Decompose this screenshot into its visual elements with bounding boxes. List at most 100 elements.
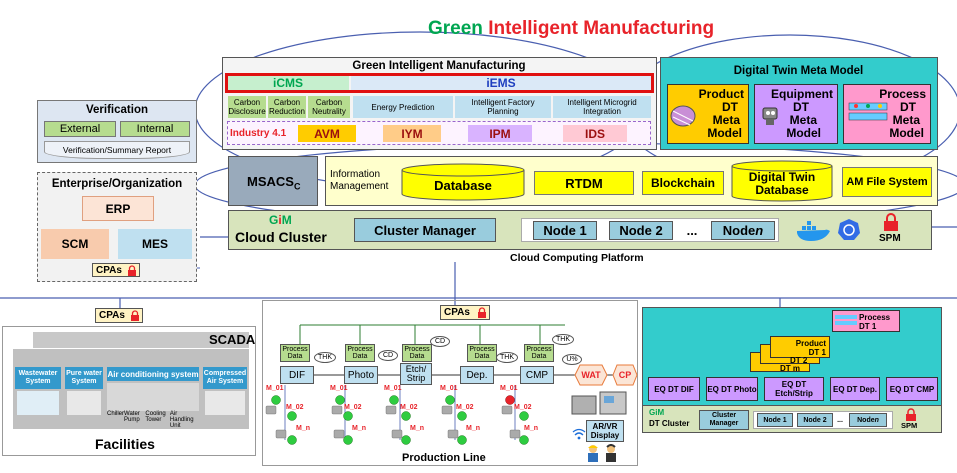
dt-meta-panel: Digital Twin Meta Model Product DT Meta … <box>660 57 938 150</box>
equipment-machine-icon <box>571 391 627 415</box>
person-icon <box>606 444 616 462</box>
m-label-ne: M_n <box>524 425 538 432</box>
stage-photo: Photo <box>344 366 378 384</box>
dt-cluster-manager: Cluster Manager <box>699 410 749 430</box>
cloud-spm: SPM <box>879 233 901 244</box>
mes-box: MES <box>118 229 192 259</box>
product-model-l2: DT <box>722 100 738 114</box>
eq-dt-etch: EQ DT Etch/Strip <box>764 377 824 401</box>
stage-dif: DIF <box>280 366 314 384</box>
node-1: Node 1 <box>533 221 597 240</box>
ac-sub-ahu: Air Handling Unit <box>169 411 194 429</box>
node-n: Node n <box>711 221 775 240</box>
kubernetes-icon <box>838 219 860 240</box>
process-model-l4: Model <box>889 126 924 140</box>
scm-box: SCM <box>41 229 109 259</box>
compressed-air-system: Compressed Air System <box>203 367 247 389</box>
m-label-1e: M_01 <box>500 385 518 392</box>
cloud-platform-label: Cloud Computing Platform <box>510 252 644 264</box>
spm-lock-icon <box>884 213 898 231</box>
m-label-1b: M_01 <box>330 385 348 392</box>
dt-cluster-panel: GiM DT Cluster Cluster Manager Node 1 No… <box>642 405 942 433</box>
production-line-label: Production Line <box>402 452 486 464</box>
gim-box-title: Green Intelligent Manufacturing <box>352 60 526 72</box>
eq-dt-dif: EQ DT DIF <box>648 377 700 401</box>
process-dt-label: Process DT 1 <box>859 313 891 331</box>
msacs-label: MSACS <box>247 174 294 189</box>
product-model-l1: Product <box>698 87 744 101</box>
iems-item-1: Energy Prediction <box>353 96 453 118</box>
product-model-l4: Model <box>707 126 742 140</box>
industry-label: Industry 4.1 <box>230 128 287 139</box>
m-label-1c: M_01 <box>384 385 402 392</box>
node-ellipsis: ... <box>686 223 698 238</box>
dt-node-1: Node 1 <box>757 413 793 427</box>
cloud-gim-g: G <box>269 213 279 227</box>
equipment-model-l3: Meta <box>789 113 817 127</box>
cd-tag-1: CD <box>378 350 398 361</box>
cpas-center-label: CPAs <box>444 307 470 318</box>
info-rtdm: RTDM <box>534 171 634 195</box>
stage-dep: Dep. <box>460 366 494 384</box>
internal-box: Internal <box>120 121 190 137</box>
product-dt-2-label: DT 2 <box>790 356 808 365</box>
wastewater-image <box>17 391 59 415</box>
robot-icon <box>762 107 778 125</box>
i41-avm: AVM <box>298 125 356 142</box>
ac-image <box>107 383 199 411</box>
u-tag: U% <box>562 354 582 365</box>
cpas-left-label: CPAs <box>99 310 125 321</box>
gim-box: Green Intelligent Manufacturing iCMS iEM… <box>222 57 657 150</box>
docker-icon <box>797 221 830 241</box>
m-label-2d: M_02 <box>456 404 474 411</box>
info-mgmt-label-2: Management <box>330 181 389 192</box>
product-model-l3: Meta <box>712 113 740 127</box>
dt-node-2: Node 2 <box>797 413 833 427</box>
external-box: External <box>44 121 116 137</box>
industry-row: Industry 4.1 AVM IYM IPM IDS <box>227 121 651 145</box>
verification-panel: Verification External Internal Verificat… <box>37 100 197 163</box>
compressed-air-image <box>205 391 245 415</box>
process-data-5: Process Data <box>524 344 554 362</box>
wat-label: WAT <box>581 370 601 380</box>
highlight-frame <box>225 73 654 93</box>
lock-icon <box>131 310 139 321</box>
product-dt-label: Product DT 1 <box>795 339 826 357</box>
pure-water-system: Pure water System <box>65 367 103 389</box>
m-label-nc: M_n <box>410 425 424 432</box>
process-flow-icon <box>848 102 888 121</box>
dt-cluster-title: DT Cluster <box>649 419 690 428</box>
cloud-gim-m: M <box>281 213 292 227</box>
title-red: Intelligent Manufacturing <box>488 18 715 39</box>
wastewater-system: Wastewater System <box>15 367 61 389</box>
stage-cmp: CMP <box>520 366 554 384</box>
info-dt-database: Digital Twin Database <box>748 170 816 197</box>
ac-sub-labels: Chiller Water Pump Cooling Tower Air Han… <box>107 411 199 429</box>
verification-title: Verification <box>86 104 148 116</box>
title-green: Green <box>428 18 483 39</box>
cloud-cluster-title: Cloud Cluster <box>235 229 327 245</box>
page-title: Green Intelligent Manufacturing <box>428 18 714 40</box>
dt-spm: SPM <box>901 421 918 430</box>
msacs-box: MSACSC <box>228 156 318 206</box>
enterprise-title: Enterprise/Organization <box>51 178 183 190</box>
info-am-file-system: AM File System <box>842 167 932 197</box>
scada-bar <box>33 332 249 348</box>
stage-etch: Etch/ Strip <box>400 363 432 385</box>
icms-label: iCMS <box>227 75 349 91</box>
cluster-manager: Cluster Manager <box>354 218 496 242</box>
equipment-model-l1: Equipment <box>771 87 833 101</box>
process-dt-box: Process DT 1 <box>832 310 900 332</box>
m-label-1d: M_01 <box>440 385 458 392</box>
lock-icon <box>128 265 136 276</box>
ac-sub-pump: Water Pump <box>124 411 140 423</box>
database-cylinder <box>401 163 525 201</box>
m-label-2b: M_02 <box>344 404 362 411</box>
production-panel <box>262 300 638 466</box>
cp-label: CP <box>618 370 632 380</box>
i41-iym: IYM <box>383 125 441 142</box>
m-label-2e: M_02 <box>514 404 532 411</box>
process-model-l1: Process <box>879 87 926 101</box>
cpas-left: CPAs <box>95 308 143 323</box>
scada-title: SCADA <box>209 332 256 347</box>
